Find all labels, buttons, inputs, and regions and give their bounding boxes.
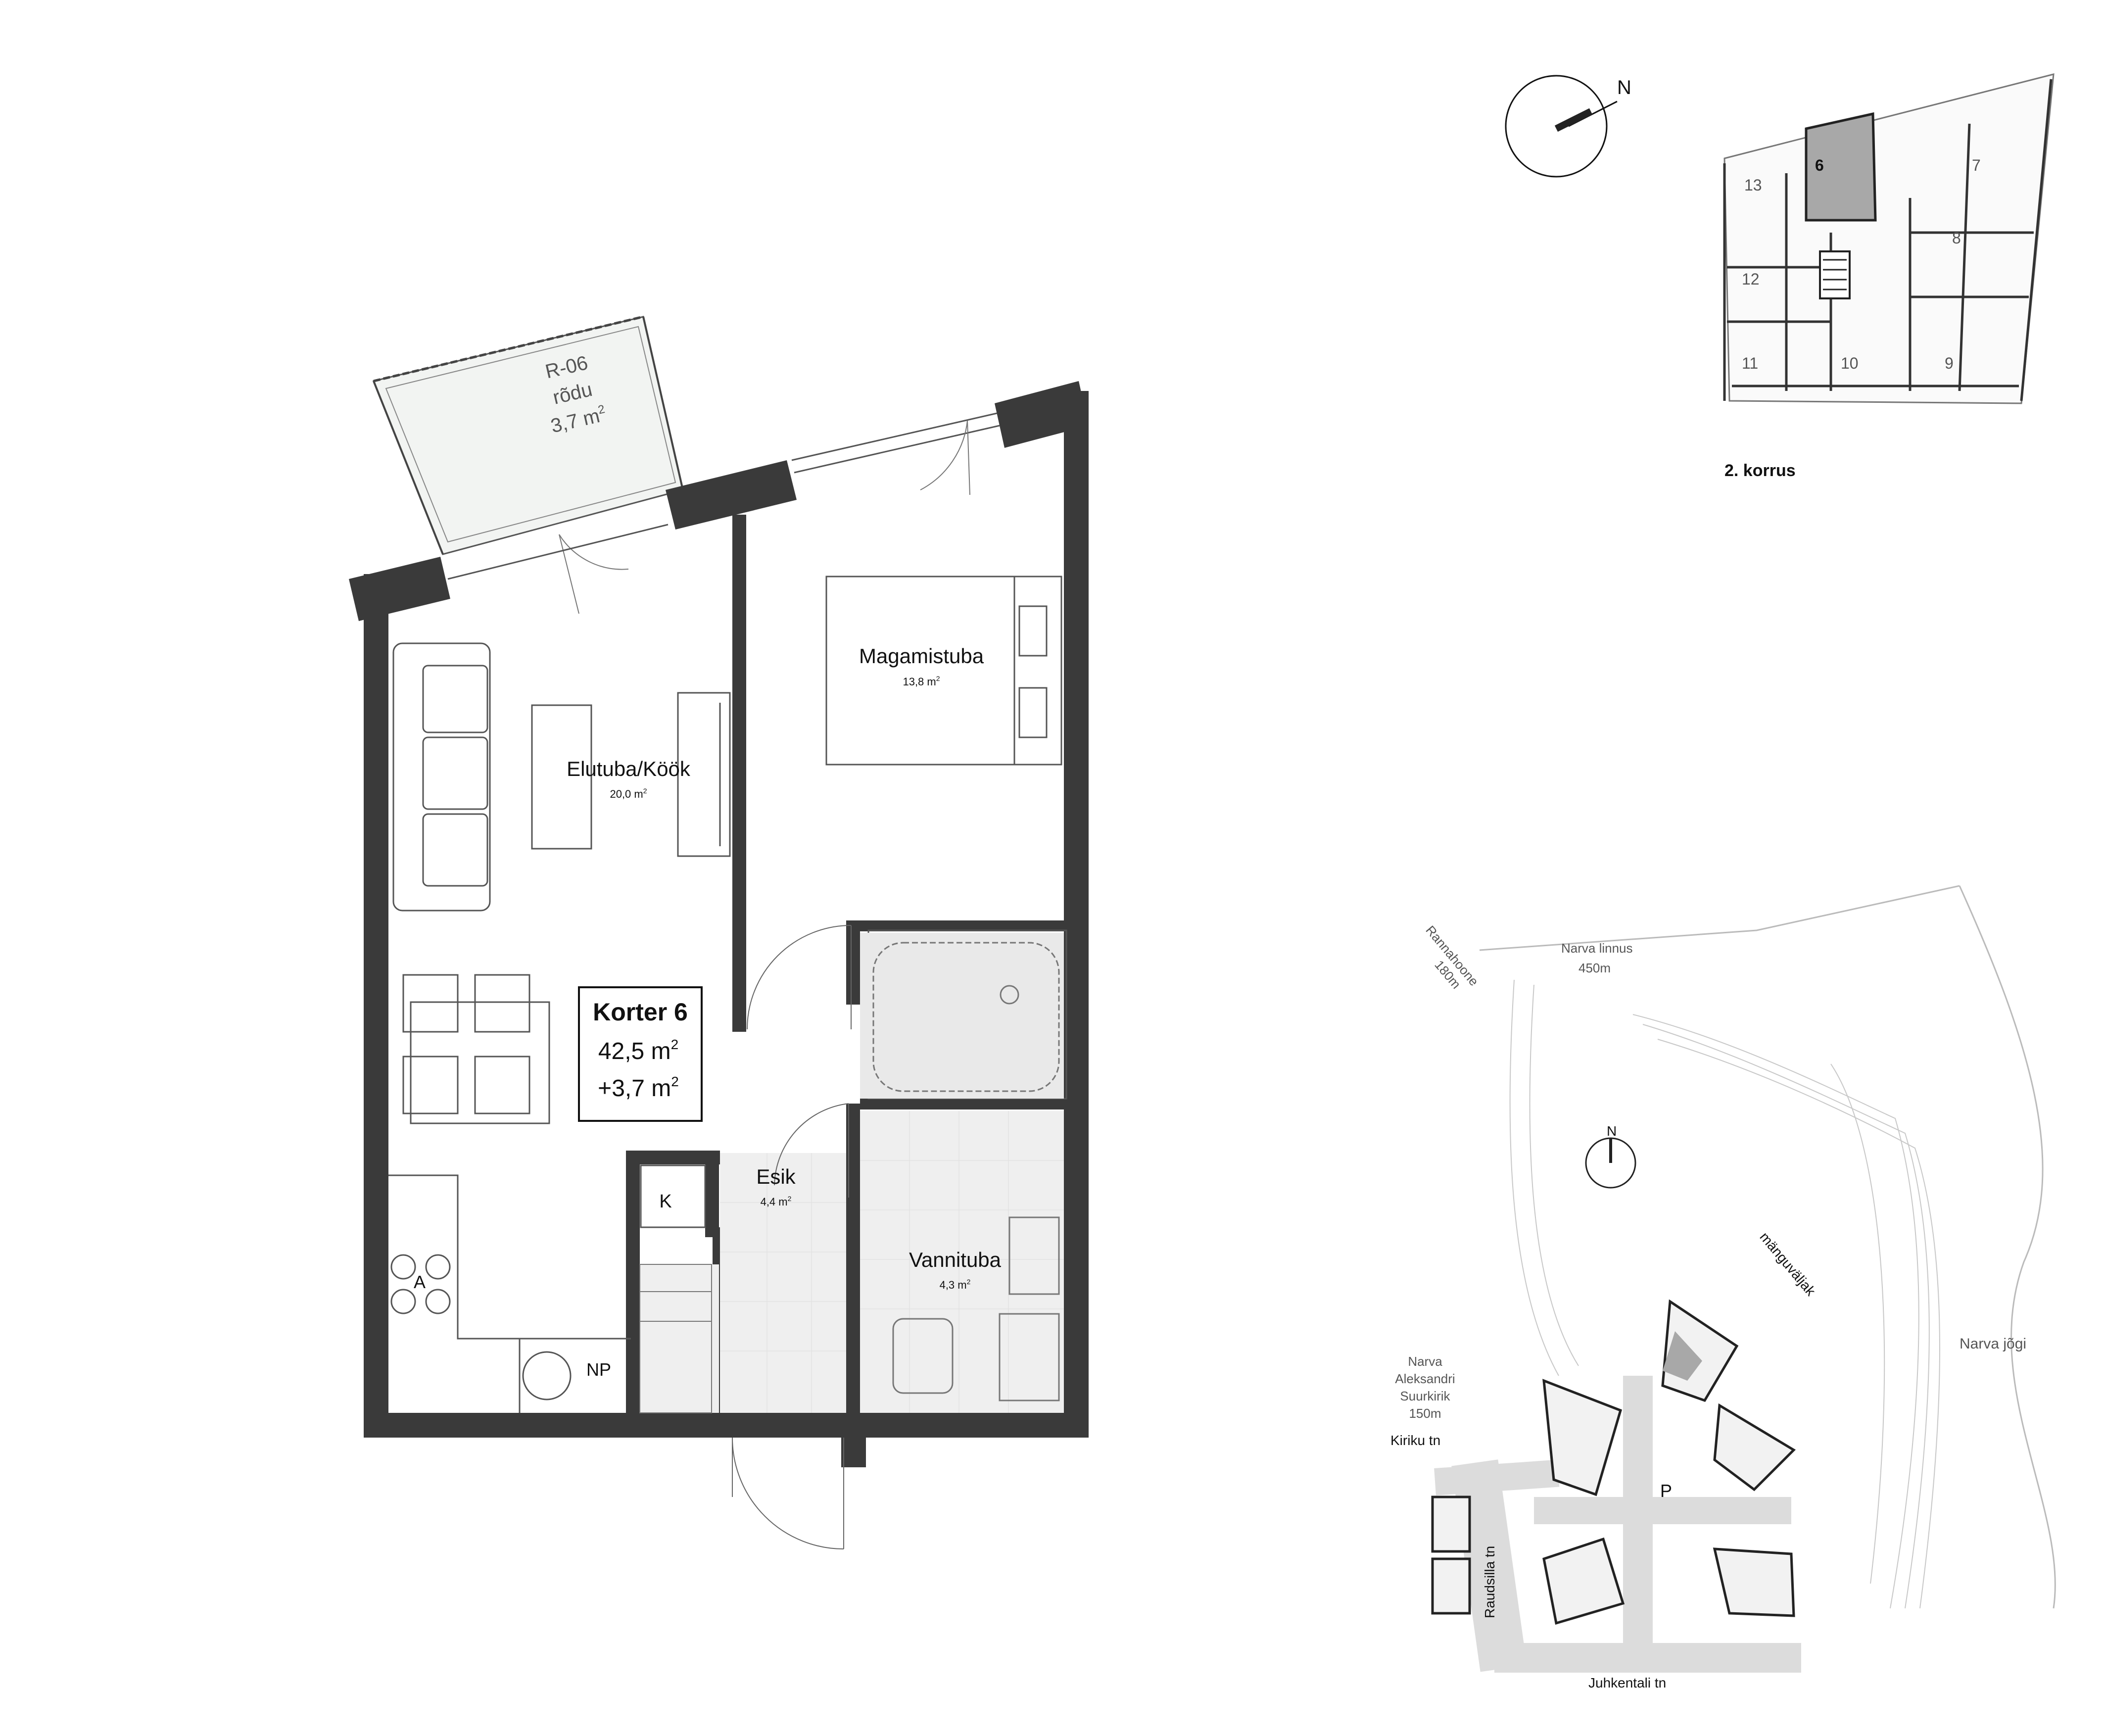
kitchen-counter [388, 1174, 631, 1413]
unit-label-13: 13 [1744, 176, 1762, 194]
highlighted-building [1663, 1331, 1702, 1381]
coffee-table [531, 704, 592, 850]
bedroom-door [747, 925, 852, 1030]
unit-6-highlight [1805, 112, 1877, 222]
tile-floors [640, 933, 1064, 1413]
floor-key-plan: 6 7 8 9 10 11 12 13 2. korrus [1723, 73, 2055, 480]
room-bedroom-area: 13,8 m2 [903, 675, 940, 688]
floor-plan: R-06 rõdu 3,7 m2 Magamistuba 13,8 m2 Elu… [349, 315, 1089, 1549]
landmark-church-l2: Aleksandri [1395, 1371, 1455, 1386]
river-bank [1479, 885, 2056, 1609]
bedroom-door-swing [920, 420, 970, 495]
entrance-door [732, 1437, 844, 1549]
room-living-area: 20,0 m2 [610, 787, 647, 800]
landmark-church-l4: 150m [1409, 1406, 1441, 1421]
unit-label-6: 6 [1815, 156, 1824, 174]
buildings [1431, 1299, 1796, 1625]
unit-label-8: 8 [1952, 229, 1961, 247]
closet-label: K [659, 1191, 671, 1212]
parking-label: P [1660, 1481, 1672, 1501]
unit-label-7: 7 [1972, 156, 1981, 174]
core-stairs [1819, 250, 1851, 299]
walls [349, 381, 1089, 1467]
compass: N [1505, 75, 1631, 178]
apartment-extra-area: +3,7 m2 [598, 1074, 679, 1102]
bed [825, 576, 1062, 766]
room-living-name: Elutuba/Köök [567, 757, 691, 780]
street-raudsilla: Raudsilla tn [1482, 1546, 1497, 1618]
unit-label-11: 11 [1742, 354, 1758, 372]
apartment-title: Korter 6 [593, 998, 688, 1026]
room-hall-name: Esik [756, 1165, 796, 1188]
dishwasher-label: NP [586, 1359, 611, 1380]
landmark-castle-dist: 450m [1578, 961, 1611, 975]
unit-label-9: 9 [1945, 354, 1954, 372]
landmark-church-l3: Suurkirik [1400, 1389, 1450, 1403]
floor-label: 2. korrus [1724, 461, 1796, 480]
street-juhkentali: Juhkentali tn [1588, 1675, 1666, 1690]
landmark-church-l1: Narva [1408, 1354, 1442, 1369]
unit-label-10: 10 [1841, 354, 1859, 372]
street-kiriku: Kiriku tn [1390, 1433, 1440, 1448]
bathroom-fixtures [872, 942, 1060, 1401]
stove-label: A [414, 1272, 426, 1292]
river-label: Narva jõgi [1960, 1336, 2026, 1352]
room-hall-area: 4,4 m2 [761, 1195, 792, 1208]
bathroom-door [774, 1103, 849, 1198]
sofa [392, 642, 491, 912]
tv-unit [677, 692, 731, 857]
room-bath-area: 4,3 m2 [940, 1278, 971, 1291]
apartment-area: 42,5 m2 [598, 1037, 678, 1064]
landmark-castle-name: Narva linnus [1561, 941, 1633, 956]
closet-box [640, 1164, 706, 1228]
dining-set [402, 974, 550, 1124]
room-bath-name: Vannituba [909, 1248, 1002, 1271]
compass-north-label: N [1617, 77, 1631, 98]
utility-area [639, 1264, 712, 1413]
apartment-info-box: Korter 6 42,5 m2 +3,7 m2 [578, 986, 703, 1122]
playground-label: mänguväljak [1757, 1229, 1818, 1299]
unit-label-12: 12 [1742, 270, 1760, 288]
site-north-label: N [1607, 1123, 1617, 1139]
site-plan: N Rannahoone 180m Narva linnus 450m Narv… [1390, 885, 2056, 1690]
room-bedroom-name: Magamistuba [859, 644, 984, 668]
